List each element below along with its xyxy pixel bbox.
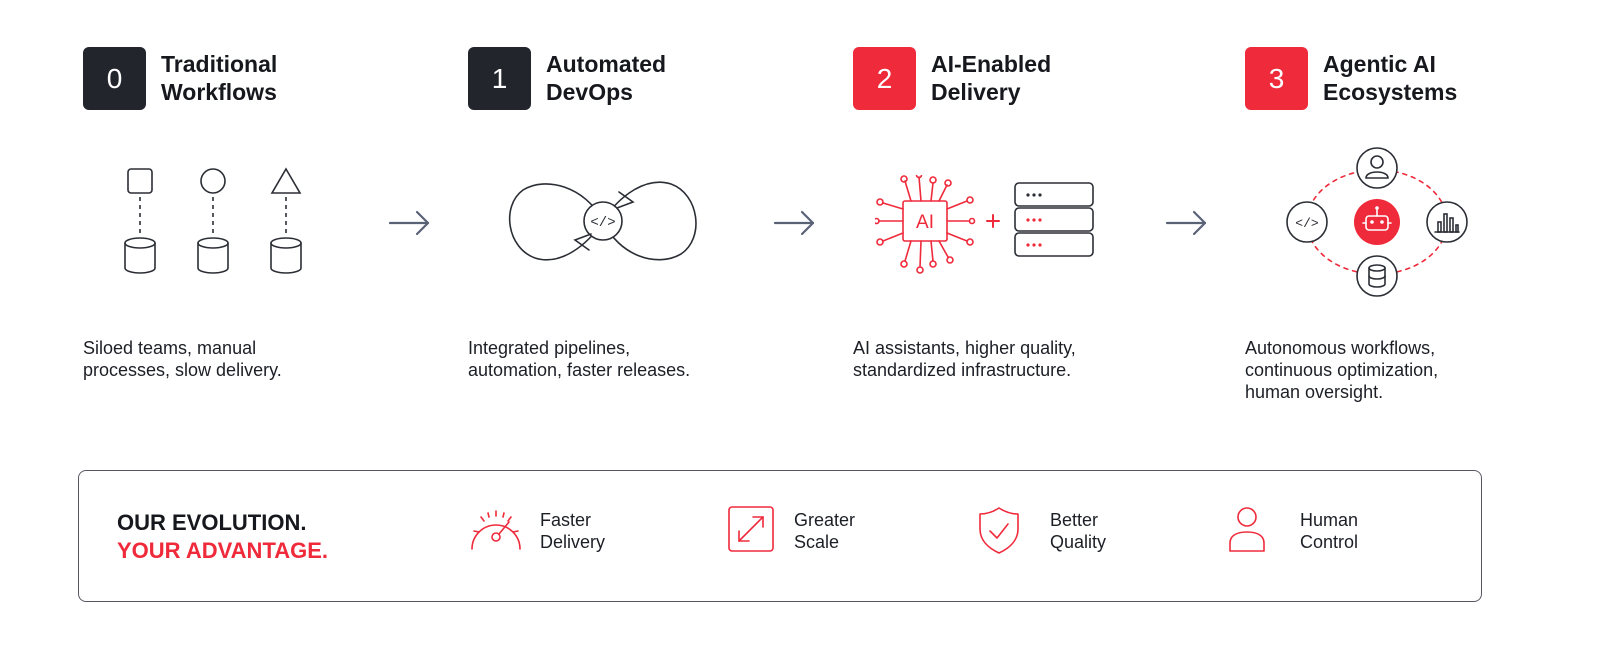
agent-ecosystem-icon: </>: [1285, 146, 1469, 303]
person-icon: [1229, 507, 1265, 552]
svg-text:</>: </>: [590, 215, 615, 231]
shield-check-icon: [979, 507, 1019, 554]
svg-text:</>: </>: [1295, 216, 1319, 231]
siloed-databases-icon: [118, 165, 318, 282]
expand-arrows-icon: [728, 506, 774, 552]
infinity-loop-code-icon: </>: [505, 176, 701, 271]
stage-number-badge: 1: [468, 47, 531, 110]
stage-description: Autonomous workflows,continuous optimiza…: [1245, 338, 1439, 402]
arrow-right-icon: [388, 210, 430, 236]
speedometer-icon: [471, 510, 521, 550]
svg-text:AI: AI: [916, 212, 934, 233]
arrow-right-icon: [773, 210, 815, 236]
stage-number-badge: 0: [83, 47, 146, 110]
stage-number-badge: 3: [1245, 47, 1308, 110]
stage-number-badge: 2: [853, 47, 916, 110]
ai-chip-plus-servers-icon: AI: [873, 171, 1097, 280]
stage-description: AI assistants, higher quality,standardiz…: [853, 338, 1076, 380]
arrow-right-icon: [1165, 210, 1207, 236]
advantage-heading: OUR EVOLUTION. YOUR ADVANTAGE.: [117, 510, 329, 563]
stage-description: Integrated pipelines,automation, faster …: [468, 338, 691, 380]
